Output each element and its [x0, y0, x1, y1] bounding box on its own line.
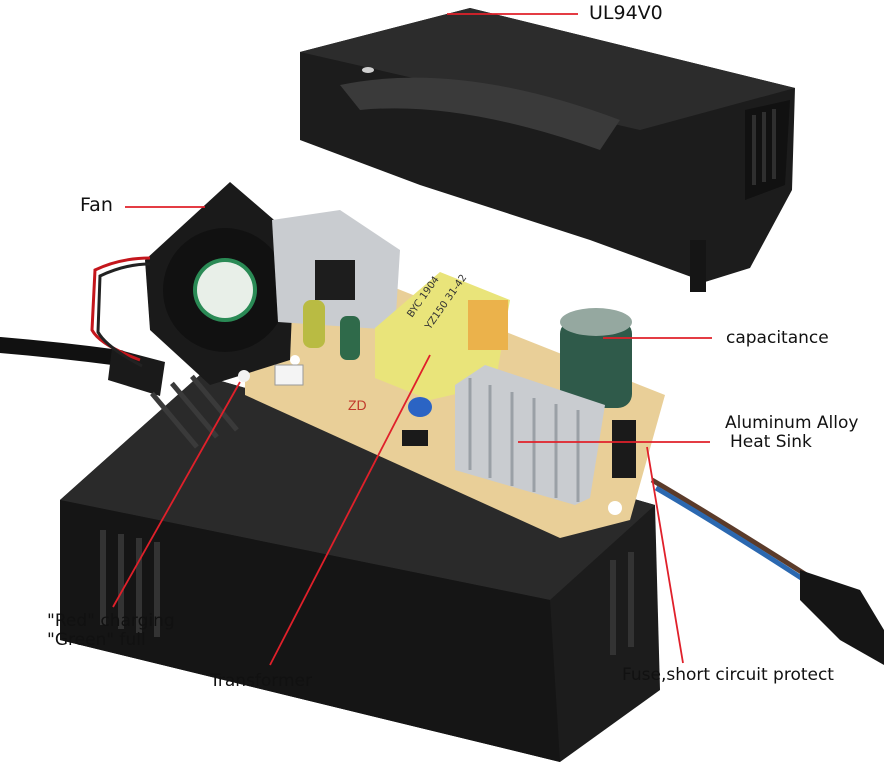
pcb-mark: ZD — [348, 397, 367, 413]
small-capacitors — [303, 300, 360, 360]
transformer: BYC 1904 YZ150 31-42 — [375, 272, 510, 400]
bridge-rectifier — [402, 430, 428, 446]
label-heat-sink-line2: Heat Sink — [730, 432, 812, 452]
output-cable — [650, 477, 884, 665]
leader-lines — [112, 13, 712, 666]
label-led: "Red" charging "Green" full — [47, 612, 175, 650]
rear-heatsink — [272, 210, 400, 330]
label-led-line1: "Red" charging — [47, 611, 175, 631]
label-capacitance: capacitance — [726, 328, 829, 348]
label-heat-sink: Aluminum Alloy Heat Sink — [725, 414, 858, 452]
blue-y-capacitor — [408, 397, 432, 417]
top-cover — [300, 8, 795, 292]
aluminum-heat-sink — [455, 365, 605, 505]
fan-connector — [274, 364, 304, 386]
label-fuse: Fuse,short circuit protect — [622, 665, 834, 685]
ac-power-cord — [0, 337, 165, 396]
label-ul94v0: UL94V0 — [589, 2, 663, 24]
leader-led — [112, 381, 241, 608]
main-capacitor — [560, 308, 632, 408]
label-fan: Fan — [80, 194, 113, 216]
fuse-component — [612, 420, 636, 478]
leader-transformer — [269, 354, 431, 666]
label-led-line2: "Green" full — [47, 630, 146, 650]
label-heat-sink-line1: Aluminum Alloy — [725, 413, 859, 433]
label-transformer: Transformer — [210, 671, 313, 691]
status-led — [238, 370, 250, 382]
cooling-fan — [90, 182, 295, 385]
leader-fuse — [646, 446, 684, 664]
